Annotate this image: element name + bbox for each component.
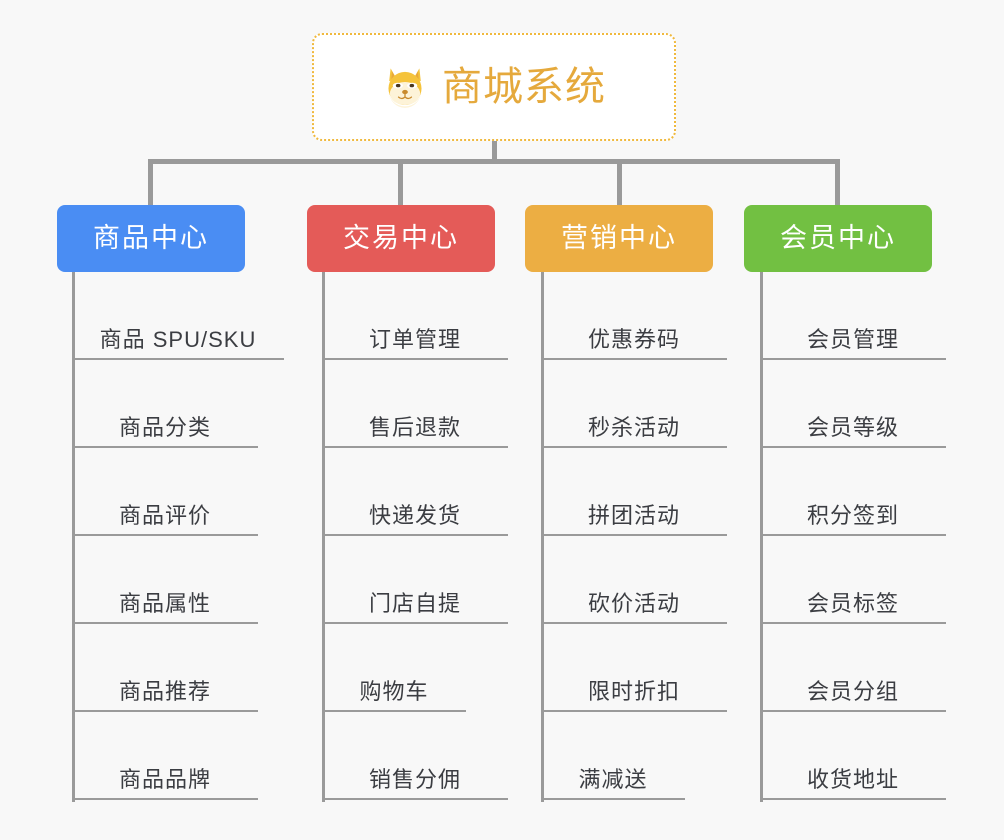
leaf-item[interactable]: 订单管理 bbox=[322, 272, 508, 360]
leaf-rail bbox=[541, 272, 544, 802]
connector-root-stem bbox=[492, 141, 497, 163]
leaf-item[interactable]: 商品推荐 bbox=[72, 624, 258, 712]
leaf-item[interactable]: 收货地址 bbox=[760, 712, 946, 800]
leaf-item[interactable]: 限时折扣 bbox=[541, 624, 727, 712]
leaf-label: 会员等级 bbox=[806, 414, 899, 440]
leaf-label: 拼团活动 bbox=[587, 502, 680, 528]
leaf-label: 商品 SPU/SKU bbox=[99, 326, 257, 352]
leaf-label: 商品推荐 bbox=[118, 678, 211, 704]
leaf-item[interactable]: 积分签到 bbox=[760, 448, 946, 536]
leaf-label: 购物车 bbox=[359, 678, 429, 704]
leaf-rail bbox=[72, 272, 75, 802]
leaf-label: 订单管理 bbox=[368, 326, 461, 352]
leaf-label: 会员分组 bbox=[806, 678, 899, 704]
leaf-label: 商品品牌 bbox=[118, 766, 211, 792]
connector-drop-trade bbox=[398, 159, 403, 207]
category-box-marketing-center[interactable]: 营销中心 bbox=[525, 205, 713, 272]
leaf-label: 砍价活动 bbox=[587, 590, 680, 616]
shiba-dog-emoji bbox=[388, 68, 422, 108]
connector-drop-marketing bbox=[617, 159, 622, 207]
leaf-label: 商品分类 bbox=[118, 414, 211, 440]
leaf-label: 满减送 bbox=[578, 766, 648, 792]
leaf-item[interactable]: 商品 SPU/SKU bbox=[72, 272, 284, 360]
leaf-item[interactable]: 售后退款 bbox=[322, 360, 508, 448]
root-node-shop-system[interactable]: 商城系统 bbox=[312, 33, 676, 141]
leaf-label: 售后退款 bbox=[368, 414, 461, 440]
leaf-item[interactable]: 优惠券码 bbox=[541, 272, 727, 360]
category-label: 交易中心 bbox=[343, 223, 459, 253]
leaf-item[interactable]: 商品评价 bbox=[72, 448, 258, 536]
leaf-label: 限时折扣 bbox=[587, 678, 680, 704]
leaf-item[interactable]: 快递发货 bbox=[322, 448, 508, 536]
leaf-label: 优惠券码 bbox=[587, 326, 680, 352]
leaf-label: 商品评价 bbox=[118, 502, 211, 528]
category-box-product-center[interactable]: 商品中心 bbox=[57, 205, 245, 272]
root-title: 商城系统 bbox=[442, 65, 606, 109]
leaf-label: 销售分佣 bbox=[368, 766, 461, 792]
leaf-item[interactable]: 会员分组 bbox=[760, 624, 946, 712]
leaf-label: 积分签到 bbox=[806, 502, 899, 528]
leaf-item[interactable]: 商品属性 bbox=[72, 536, 258, 624]
leaf-item[interactable]: 秒杀活动 bbox=[541, 360, 727, 448]
category-label: 商品中心 bbox=[93, 223, 209, 253]
category-label: 营销中心 bbox=[561, 223, 677, 253]
category-box-trade-center[interactable]: 交易中心 bbox=[307, 205, 495, 272]
leaf-item[interactable]: 门店自提 bbox=[322, 536, 508, 624]
leaf-label: 会员标签 bbox=[806, 590, 899, 616]
connector-drop-product bbox=[148, 159, 153, 207]
leaf-label: 收货地址 bbox=[806, 766, 899, 792]
leaf-item[interactable]: 拼团活动 bbox=[541, 448, 727, 536]
leaf-label: 快递发货 bbox=[368, 502, 461, 528]
category-label: 会员中心 bbox=[780, 223, 896, 253]
leaf-item[interactable]: 商品品牌 bbox=[72, 712, 258, 800]
leaf-rail bbox=[760, 272, 763, 802]
leaf-item[interactable]: 会员管理 bbox=[760, 272, 946, 360]
leaf-item[interactable]: 商品分类 bbox=[72, 360, 258, 448]
leaf-item[interactable]: 会员标签 bbox=[760, 536, 946, 624]
leaf-item[interactable]: 购物车 bbox=[322, 624, 466, 712]
leaf-label: 会员管理 bbox=[806, 326, 899, 352]
leaf-label: 秒杀活动 bbox=[587, 414, 680, 440]
leaf-label: 商品属性 bbox=[118, 590, 211, 616]
leaf-item[interactable]: 砍价活动 bbox=[541, 536, 727, 624]
connector-horizontal-bus bbox=[148, 159, 840, 164]
leaf-item[interactable]: 销售分佣 bbox=[322, 712, 508, 800]
leaf-item[interactable]: 会员等级 bbox=[760, 360, 946, 448]
category-box-member-center[interactable]: 会员中心 bbox=[744, 205, 932, 272]
leaf-item[interactable]: 满减送 bbox=[541, 712, 685, 800]
leaf-label: 门店自提 bbox=[368, 590, 461, 616]
connector-drop-member bbox=[835, 159, 840, 207]
leaf-rail bbox=[322, 272, 325, 802]
